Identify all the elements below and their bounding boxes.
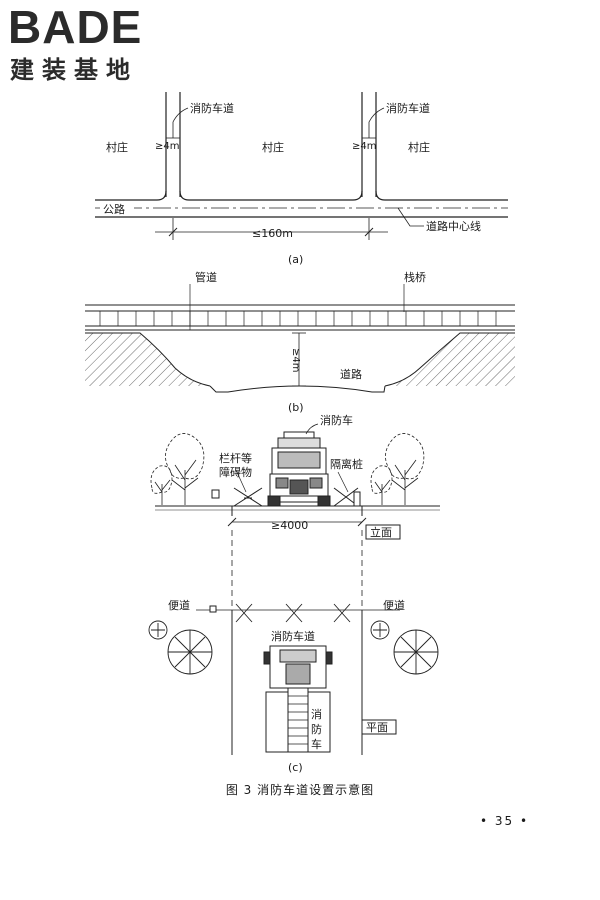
spacing-label: ≤160m	[252, 227, 293, 240]
figure-c-elevation-labels: 消防车 栏杆等 障碍物 隔离桩 ≥4000 立面	[219, 413, 392, 539]
page-number: • 35 •	[480, 814, 530, 828]
tree-left-small	[150, 465, 173, 505]
height-label: ≥4m	[290, 348, 301, 372]
figure-b-labels: 管道 栈桥 ≥4m 道路 (b)	[195, 270, 426, 414]
barrier-crosses	[235, 603, 351, 623]
barrier-label-line2: 障碍物	[219, 465, 252, 479]
figure-caption: 图 3 消防车道设置示意图	[225, 783, 375, 797]
figure-b	[85, 284, 515, 393]
truck-vertical-2: 防	[311, 722, 322, 736]
tree-plan-left	[148, 620, 213, 675]
village-1: 村庄	[106, 140, 128, 154]
tree-plan-right	[370, 620, 439, 675]
width-4000-label: ≥4000	[271, 519, 308, 532]
tree-left-large	[165, 433, 205, 505]
figure-c-elevation	[150, 423, 440, 755]
figure-a	[95, 92, 508, 240]
fire-lane-plan-label: 消防车道	[271, 629, 315, 643]
truck-vertical-1: 消	[311, 707, 322, 721]
barrier-left	[233, 487, 263, 507]
pipe-label: 管道	[195, 270, 217, 284]
tree-right-large	[385, 433, 425, 505]
bade-logo: BADE 建装基地	[8, 4, 178, 90]
village-2: 村庄	[262, 140, 284, 154]
logo-wordmark: BADE	[8, 1, 143, 53]
figure-c-label: (c)	[288, 761, 303, 774]
sidewalk-left-label: 便道	[168, 598, 190, 612]
logo-subtitle: 建装基地	[10, 56, 138, 84]
highway-label: 公路	[103, 203, 125, 216]
figure-c-plan-labels: 便道 便道 消防车道 消 防 车 平面 (c)	[168, 598, 405, 774]
bollard-right	[353, 491, 361, 507]
fire-truck-label: 消防车	[320, 413, 353, 427]
width-left: ≥4m	[155, 141, 179, 152]
fire-lane-label-left: 消防车道	[190, 101, 234, 115]
figure-c-plan	[148, 603, 439, 755]
village-3: 村庄	[408, 140, 430, 154]
fire-lane-label-right: 消防车道	[386, 101, 430, 115]
plan-label: 平面	[366, 721, 388, 734]
bollard-plan-left	[209, 605, 217, 613]
fire-truck-front	[267, 431, 331, 507]
sidewalk-right-label: 便道	[383, 598, 405, 612]
barrier-label-line1: 栏杆等	[219, 451, 252, 465]
trestle-label: 栈桥	[404, 270, 426, 284]
truck-vertical-3: 车	[311, 737, 322, 751]
road-label: 道路	[340, 367, 362, 381]
fire-truck-plan	[263, 645, 333, 753]
figure-a-label: (a)	[288, 253, 303, 266]
figure-a-labels: 消防车道 消防车道 ≥4m ≥4m 村庄 村庄 村庄 公路 ≤160m 道路中心…	[100, 101, 481, 266]
tree-right-small	[370, 465, 393, 505]
bollard-left	[211, 489, 220, 499]
elevation-label: 立面	[370, 525, 392, 539]
figure-b-label: (b)	[288, 401, 304, 414]
centerline-label: 道路中心线	[426, 219, 481, 233]
width-right: ≥4m	[352, 141, 376, 152]
bollard-label: 隔离桩	[330, 457, 363, 471]
